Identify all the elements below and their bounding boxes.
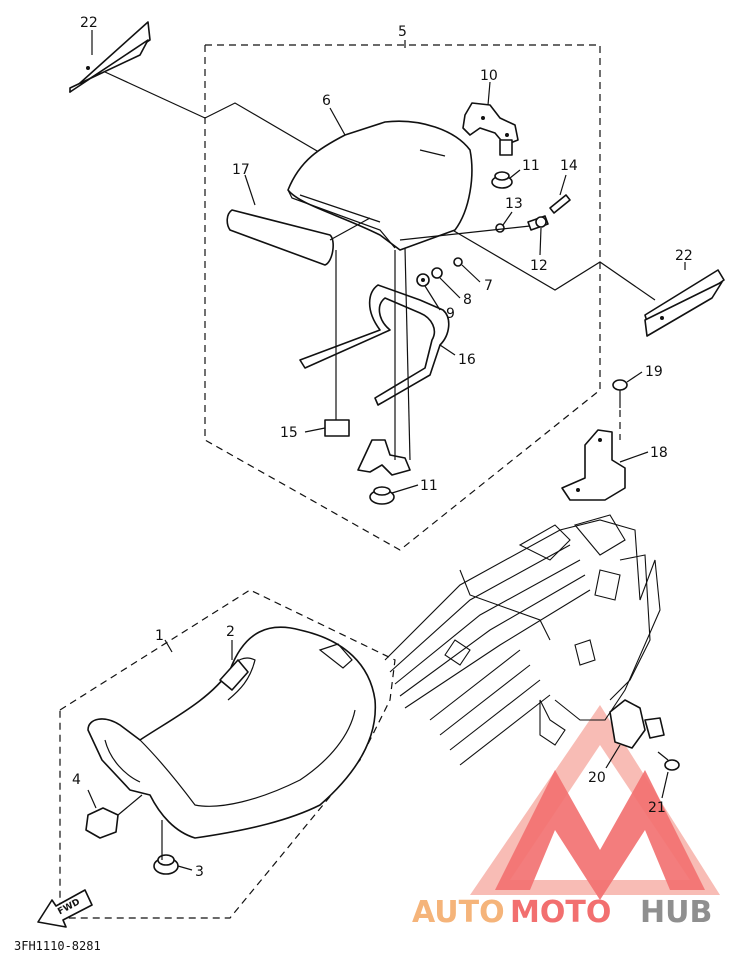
callout-20: 20: [588, 770, 606, 786]
diagram-part-code: 3FH1110-8281: [14, 939, 101, 953]
rear-seat-rod: [299, 284, 450, 406]
callout-6: 6: [322, 93, 331, 109]
emblem-left: [69, 21, 151, 93]
watermark-logo: AUTO MOTO HUB: [412, 705, 720, 930]
seat-lock-bracket: [561, 429, 626, 501]
callout-18: 18: [650, 445, 668, 461]
seat-grommet: [153, 854, 179, 875]
callout-4: 4: [72, 772, 81, 788]
rear-seat-bracket: [462, 102, 519, 156]
callout-22-upper: 22: [80, 15, 98, 31]
callout-7: 7: [484, 278, 493, 294]
callout-2: 2: [226, 624, 235, 640]
callout-19: 19: [645, 364, 663, 380]
watermark-triangle-inner: [510, 745, 690, 880]
callout-5: 5: [398, 24, 407, 40]
main-seat-group-box: [59, 589, 396, 919]
watermark-text-moto: MOTO: [510, 895, 611, 930]
callout-10: 10: [480, 68, 498, 84]
callout-11-upper: 11: [522, 158, 540, 174]
rear-seat-lower-bracket: [357, 439, 411, 505]
callout-17: 17: [232, 162, 250, 178]
forward-arrow-icon: FWD: [37, 889, 93, 928]
screw-assembly: [399, 194, 571, 241]
callout-11-lower: 11: [420, 478, 438, 494]
callout-numbers: 22 5 10 6 11 14 17 13 12 22 7 8 9 16 19 …: [72, 15, 693, 880]
callout-1: 1: [155, 628, 164, 644]
screw-21: [657, 751, 680, 771]
callout-16: 16: [458, 352, 476, 368]
motorcycle-frame: [384, 514, 661, 766]
bolt-19: [612, 379, 628, 408]
callout-3: 3: [195, 864, 204, 880]
grommet-upper: [491, 171, 513, 189]
rear-seat-pad: [287, 120, 473, 251]
rear-seat-group-box: [204, 44, 601, 551]
callout-leaders: [87, 30, 686, 871]
watermark-m-shape: [495, 770, 705, 900]
main-seat: [87, 626, 377, 839]
seat-lock: [609, 699, 665, 749]
washer-set: [416, 257, 463, 287]
seat-damper: [85, 807, 119, 839]
seat-hook: [219, 659, 249, 691]
callout-14: 14: [560, 158, 578, 174]
rubber-pad: [324, 419, 350, 437]
watermark-text-auto: AUTO: [412, 895, 505, 930]
callout-12: 12: [530, 258, 548, 274]
callout-21: 21: [648, 800, 666, 816]
callout-9: 9: [446, 306, 455, 322]
callout-22-right: 22: [675, 248, 693, 264]
emblem-right: [644, 269, 725, 337]
rear-seat-trim-strip: [226, 209, 334, 266]
callout-8: 8: [463, 292, 472, 308]
callout-13: 13: [505, 196, 523, 212]
watermark-text-hub: HUB: [640, 895, 712, 930]
callout-15: 15: [280, 425, 298, 441]
